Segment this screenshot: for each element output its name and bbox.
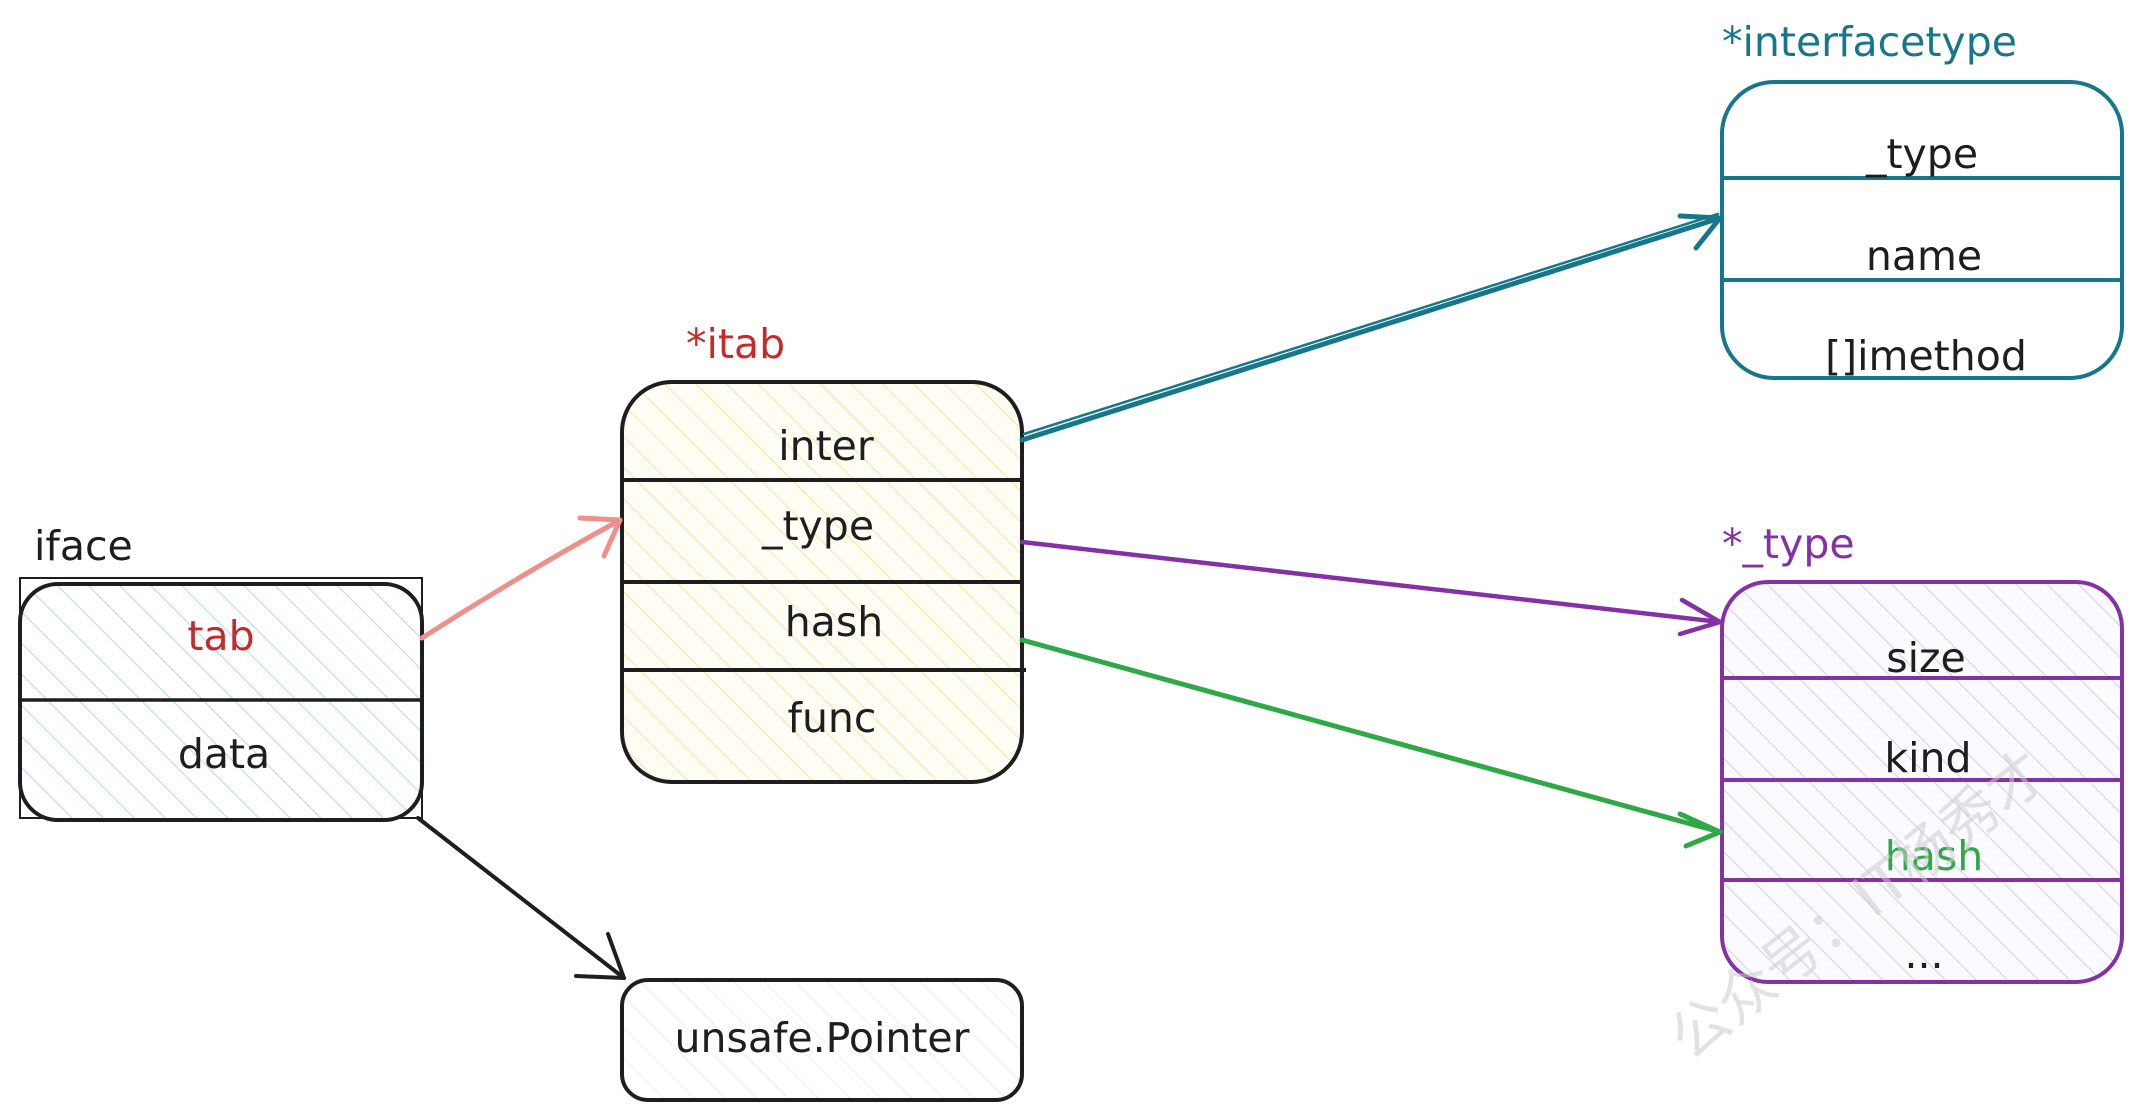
- interfacetype-field-name: name: [1866, 232, 1982, 280]
- interfacetype-struct: *interfacetype _type name []imethod: [1720, 18, 2124, 380]
- arrow-type-to-type-struct: [1019, 539, 1723, 637]
- iface-field-data: data: [178, 730, 270, 778]
- itab-field-inter: inter: [778, 422, 874, 470]
- unsafe-pointer-label: unsafe.Pointer: [674, 1014, 969, 1062]
- type-field-size: size: [1886, 634, 1966, 682]
- type-struct: *_type size kind hash ...: [1720, 520, 2124, 984]
- arrow-data-to-pointer: [416, 816, 626, 980]
- type-field-hash: hash: [1885, 832, 1983, 880]
- arrow-hash-to-type-hash: [1019, 637, 1723, 849]
- iface-field-tab: tab: [187, 612, 254, 660]
- unsafe-pointer-box: [620, 978, 1024, 1102]
- arrow-inter-to-interfacetype: [1019, 212, 1723, 443]
- unsafe-pointer-struct: unsafe.Pointer: [620, 978, 1024, 1102]
- arrow-tab-to-itab: [419, 515, 623, 641]
- itab-title: *itab: [686, 320, 785, 368]
- itab-field-type: _type: [761, 502, 874, 550]
- type-field-kind: kind: [1884, 734, 1971, 782]
- type-title: *_type: [1722, 520, 1855, 568]
- interfacetype-title: *interfacetype: [1722, 18, 2017, 66]
- interfacetype-field-type: _type: [1865, 130, 1978, 178]
- iface-box: [18, 582, 424, 822]
- interfacetype-box: [1720, 80, 2124, 380]
- itab-struct: *itab inter _type hash func: [620, 320, 1026, 784]
- interfacetype-field-imethod: []imethod: [1825, 332, 2027, 380]
- itab-field-hash: hash: [785, 598, 883, 646]
- type-field-ellipsis: ...: [1904, 930, 1943, 978]
- iface-title: iface: [34, 522, 133, 570]
- itab-field-func: func: [788, 694, 877, 742]
- iface-struct: iface tab data: [18, 522, 424, 822]
